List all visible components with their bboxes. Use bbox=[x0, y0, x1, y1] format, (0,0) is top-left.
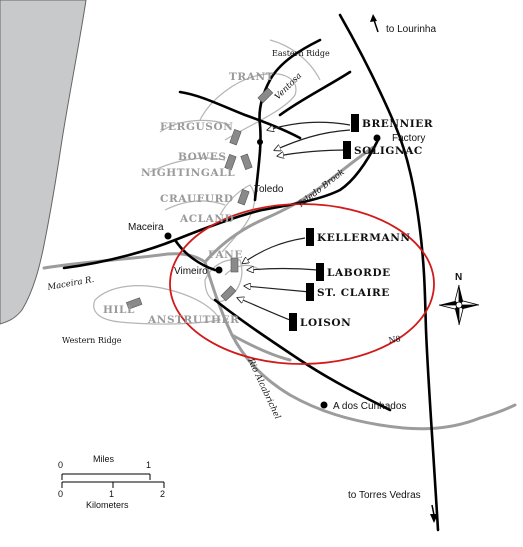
label-acland: ACLAND bbox=[179, 213, 234, 225]
dot-factory bbox=[373, 134, 381, 142]
unit-marker-trant bbox=[257, 87, 274, 104]
unit-marker-hill bbox=[126, 297, 143, 310]
sea-area bbox=[0, 0, 87, 325]
maceira-river bbox=[42, 252, 207, 270]
road-maceira-toledo bbox=[62, 138, 380, 270]
british-markers bbox=[126, 87, 274, 310]
highlight-ellipse bbox=[169, 203, 435, 365]
label-to-lourinha: to Lourinha bbox=[386, 24, 436, 35]
label-toledo-brook: Toledo Brook bbox=[296, 167, 347, 210]
unit-marker-kellermann bbox=[306, 228, 314, 246]
french-markers bbox=[289, 114, 359, 331]
label-brennier: BRENNIER bbox=[362, 118, 433, 130]
north-road-arrow-icon bbox=[370, 14, 377, 22]
label-fane: FANE bbox=[208, 249, 243, 261]
unit-marker-brennier bbox=[351, 114, 359, 132]
label-craufurd: CRAUFURD bbox=[160, 193, 234, 205]
label-toledo: Toledo bbox=[254, 184, 284, 195]
label-bowes: BOWES bbox=[178, 151, 227, 163]
label-kellermann: KELLERMANN bbox=[317, 232, 411, 244]
settlement-dots bbox=[164, 134, 381, 409]
label-ferguson: FERGUSON bbox=[160, 121, 233, 133]
compass-north-label: N bbox=[455, 272, 462, 283]
unit-marker-ferguson bbox=[229, 129, 242, 146]
label-maceira: Maceira bbox=[128, 222, 164, 233]
scale-km-tick-1: 1 bbox=[109, 489, 114, 499]
unit-marker-nightingall bbox=[240, 153, 253, 170]
compass-rose-icon: N bbox=[438, 272, 480, 326]
unit-marker-fane bbox=[230, 257, 239, 273]
road-ventosa bbox=[178, 90, 302, 140]
label-vimeiro: Vimeiro bbox=[174, 266, 208, 277]
road-toledo-north bbox=[253, 38, 322, 202]
label-a-dos-cunhados: A dos Cunhados bbox=[333, 401, 406, 412]
label-anstruther: ANSTRUTHER bbox=[147, 314, 240, 326]
direction-arrows bbox=[370, 14, 438, 523]
unit-marker-loison bbox=[289, 313, 297, 331]
label-loison: LOISON bbox=[300, 317, 351, 329]
scale-km-tick-0: 0 bbox=[58, 489, 63, 499]
unit-marker-bowes bbox=[224, 154, 237, 171]
label-maceira-river: Maceira R. bbox=[46, 275, 95, 293]
unit-marker-acland bbox=[220, 285, 237, 302]
road-n8 bbox=[338, 13, 440, 532]
label-stclaire: ST. CLAIRE bbox=[317, 287, 390, 299]
label-ventosa: Ventosa bbox=[273, 71, 304, 102]
south-road-arrow-icon bbox=[430, 514, 438, 523]
unit-marker-laborde bbox=[316, 263, 324, 281]
road-south bbox=[213, 298, 392, 412]
label-road-n8: N8 bbox=[388, 334, 401, 345]
label-rio-alcabrichel: Rio Alcabrichel bbox=[245, 356, 282, 421]
label-eastern-ridge: Eastern Ridge bbox=[272, 49, 330, 58]
scale-km-label: Kilometers bbox=[86, 500, 129, 510]
attack-arrows bbox=[238, 121, 351, 321]
label-western-ridge: Western Ridge bbox=[62, 336, 122, 345]
unit-marker-craufurd bbox=[237, 189, 250, 206]
label-hill: HILL bbox=[103, 304, 135, 316]
dot-toledo bbox=[257, 139, 263, 145]
rivers bbox=[42, 146, 517, 431]
dot-a-dos-cunhados bbox=[320, 401, 328, 409]
unit-marker-solignac bbox=[343, 141, 351, 159]
label-nightingall: NIGHTINGALL bbox=[141, 167, 235, 179]
scale-bar: Miles 0 1 0 1 2 Kilometers bbox=[58, 454, 165, 510]
dot-maceira bbox=[164, 232, 172, 240]
label-trant: TRANT bbox=[229, 71, 274, 83]
label-factory: Factory bbox=[392, 133, 425, 144]
roads bbox=[62, 13, 440, 532]
dot-vimeiro bbox=[215, 266, 223, 274]
scale-km-tick-2: 2 bbox=[160, 489, 165, 499]
label-laborde: LABORDE bbox=[327, 267, 391, 279]
label-to-torres-vedras: to Torres Vedras bbox=[348, 490, 421, 501]
rio-alcabrichel bbox=[203, 260, 517, 431]
unit-marker-stclaire bbox=[306, 283, 314, 301]
road-vimeiro bbox=[173, 238, 217, 272]
label-solignac: SOLIGNAC bbox=[354, 145, 423, 157]
scale-miles-tick-1: 1 bbox=[146, 460, 151, 470]
scale-miles-tick-0: 0 bbox=[58, 460, 63, 470]
scale-miles-label: Miles bbox=[93, 454, 115, 464]
